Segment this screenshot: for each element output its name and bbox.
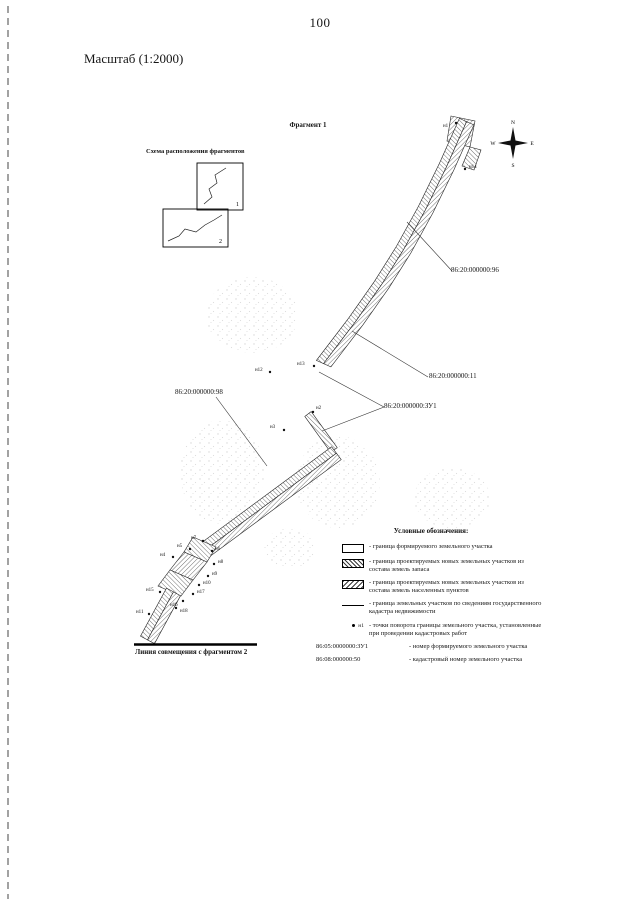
- survey-point-label: н7: [191, 536, 197, 541]
- survey-point-label: н15: [146, 588, 154, 593]
- compass-rose: N S W E: [490, 120, 534, 169]
- survey-point-label: н6: [215, 547, 221, 552]
- legend-item-cadastral-number: 86:08:000000:50 - кадастровый номер земе…: [316, 656, 546, 664]
- survey-point-label: н4: [160, 553, 166, 558]
- legend-item-formed-parcel: - граница формируемого земельного участк…: [316, 543, 546, 553]
- compass-east-label: E: [530, 141, 534, 147]
- scale-label: Масштаб (1:2000): [84, 51, 184, 66]
- speckle-patch: [414, 468, 490, 528]
- page-number: 100: [309, 15, 331, 30]
- survey-point: [312, 364, 316, 368]
- survey-point-label: н12: [255, 368, 263, 373]
- survey-point-label: н2: [316, 406, 322, 411]
- survey-point-label: н9: [212, 572, 218, 577]
- parcel-label-zu1: 86:20:000000:ЗУ1: [384, 402, 437, 410]
- parcel-strip-top-blob: [461, 146, 482, 171]
- legend-item-label: - граница земельных участков по сведения…: [369, 600, 542, 616]
- parcel-strip-main-band-2: [323, 121, 475, 368]
- leader-line-96: [406, 221, 453, 272]
- fragment-location-inset: 1 2: [162, 162, 244, 248]
- survey-point: [212, 562, 216, 566]
- legend-item-cadastre-boundary: - граница земельных участков по сведения…: [316, 600, 546, 616]
- legend-item-label: - граница проектируемых новых земельных …: [369, 579, 524, 595]
- legend-swatch-empty-rect: [342, 543, 364, 553]
- survey-point: [463, 167, 467, 171]
- compass-south-label: S: [511, 163, 514, 169]
- survey-point: [311, 410, 315, 414]
- leader-line-98: [215, 396, 268, 467]
- legend-swatch-plain-line: [342, 605, 364, 607]
- survey-point: [268, 370, 272, 374]
- survey-point: [188, 547, 192, 551]
- survey-point-label: н11: [136, 610, 144, 615]
- survey-point: [171, 555, 175, 559]
- inset-title: Схема расположения фрагментов: [146, 148, 245, 155]
- survey-point: [454, 121, 458, 125]
- compass-star-icon: [498, 127, 528, 159]
- inset-fragment-1-label: 1: [236, 202, 239, 208]
- leader-line-zu1-b: [318, 371, 385, 408]
- legend-item-label: - номер формируемого земельного участка: [409, 642, 528, 650]
- leader-lines: [215, 221, 453, 467]
- survey-point: [210, 549, 214, 553]
- legend-swatch-point-icon: н1: [342, 623, 364, 630]
- survey-point-label: н10: [203, 581, 211, 586]
- survey-point: [282, 428, 286, 432]
- legend-code-50: 86:08:000000:50: [316, 655, 361, 663]
- survey-point-label: н18: [180, 609, 188, 614]
- legend-item-label: - граница формируемого земельного участк…: [369, 542, 493, 550]
- legend-code-zu1: 86:05:0000000:ЗУ1: [316, 642, 369, 650]
- survey-point: [206, 574, 210, 578]
- survey-point-label: н5: [177, 544, 183, 549]
- speckle-patch: [206, 277, 298, 353]
- terrain-speckle-texture: [180, 277, 490, 568]
- inset-frame-1: [196, 162, 244, 211]
- map-points-layer: н1н14н13н12н2н3н7н5н6н4н8н9н10н17н15н16н…: [136, 121, 477, 616]
- legend-swatch-hatch-light: [342, 580, 364, 589]
- legend-item-reserve-lands: - граница проектируемых новых земельных …: [316, 558, 546, 574]
- speckle-patch: [264, 528, 316, 568]
- survey-point: [181, 599, 185, 603]
- survey-point-label: н3: [270, 425, 276, 430]
- legend-item-label: - точки поворота границы земельного учас…: [369, 621, 542, 637]
- survey-point: [201, 539, 205, 543]
- inset-fragment-2-label: 2: [219, 239, 222, 245]
- legend-item-formed-parcel-number: 86:05:0000000:ЗУ1 - номер формируемого з…: [316, 643, 546, 651]
- inset-parcel-outline-2: [167, 214, 223, 242]
- survey-point: [191, 592, 195, 596]
- compass-west-label: W: [490, 141, 496, 147]
- legend-swatch-hatch-dense: [342, 558, 364, 568]
- survey-point: [147, 612, 151, 616]
- inset-frame-2: [162, 208, 229, 248]
- compass-north-label: N: [511, 120, 515, 126]
- parcel-strip-main-band: [315, 118, 467, 364]
- fragment-title: Фрагмент 1: [289, 121, 327, 129]
- parcel-label-96: 86:20:000000:96: [451, 266, 499, 274]
- legend: Условные обозначения: - граница формируе…: [316, 527, 546, 669]
- legend-item-label: - кадастровый номер земельного участка: [409, 655, 523, 663]
- survey-point: [174, 606, 178, 610]
- legend-point-symbol: н1: [358, 622, 364, 629]
- leader-line-zu1-a: [321, 406, 385, 432]
- survey-point-label: н8: [218, 560, 224, 565]
- alignment-line-label: Линия совмещения с фрагментом 2: [135, 648, 248, 656]
- survey-point-label: н14: [469, 165, 477, 170]
- survey-point: [158, 590, 162, 594]
- parcel-label-98: 86:20:000000:98: [175, 388, 223, 396]
- parcel-label-11: 86:20:000000:11: [429, 372, 477, 380]
- legend-item-label: - граница проектируемых новых земельных …: [369, 557, 524, 573]
- legend-title: Условные обозначения:: [393, 527, 469, 535]
- survey-point-label: н13: [297, 362, 305, 367]
- parcel-strips: [140, 115, 482, 645]
- survey-point-label: н16: [170, 603, 178, 608]
- survey-point: [197, 583, 201, 587]
- survey-point-label: н1: [443, 124, 449, 129]
- inset-parcel-outline-1: [203, 167, 227, 205]
- survey-point-label: н17: [197, 590, 205, 595]
- legend-item-turning-points: н1 - точки поворота границы земельного у…: [316, 622, 546, 638]
- legend-item-settlement-lands: - граница проектируемых новых земельных …: [316, 579, 546, 595]
- leader-line-11: [351, 330, 429, 378]
- speckle-patch: [180, 420, 264, 524]
